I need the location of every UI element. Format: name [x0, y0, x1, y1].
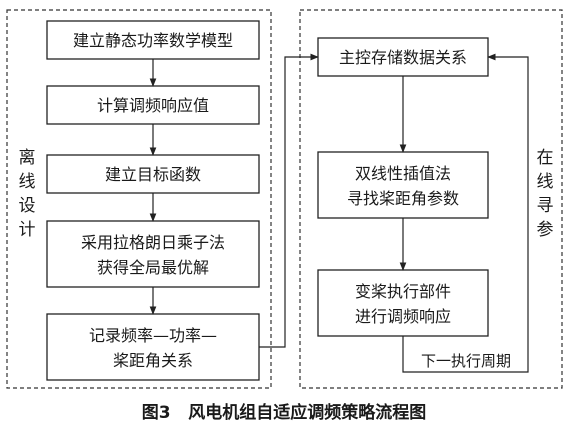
offline-label-char: 计: [19, 220, 36, 240]
offline-design-frame: [6, 9, 272, 389]
step-text: 寻找桨距角参数: [347, 189, 459, 208]
step-lagrange-multiplier: [46, 220, 260, 288]
step-text: 主控存储数据关系: [339, 48, 467, 67]
step-compute-fm-response: [46, 85, 260, 125]
online-label-char: 线: [537, 172, 554, 192]
step-text: 建立静态功率数学模型: [73, 31, 233, 50]
step-text: 双线性插值法: [355, 164, 451, 183]
online-search-frame: [299, 9, 563, 389]
step-bilinear-interpolation: [317, 151, 489, 219]
step-record-relation: [46, 313, 260, 381]
online-label-char: 参: [537, 220, 554, 240]
step-text: 采用拉格朗日乘子法: [81, 233, 225, 252]
online-label-char: 寻: [537, 196, 554, 216]
next-cycle-label: 下一执行周期: [421, 352, 511, 370]
step-text: 获得全局最优解: [97, 258, 209, 277]
online-label-char: 在: [537, 148, 554, 168]
figure-caption: 图3 风电机组自适应调频策略流程图: [142, 402, 427, 423]
step-text: 桨距角关系: [113, 351, 193, 370]
step-text: 进行调频响应: [355, 307, 451, 326]
step-text: 记录频率—功率—: [89, 326, 217, 345]
offline-label-char: 设: [19, 196, 36, 216]
step-text: 变桨执行部件: [355, 282, 451, 301]
offline-label-char: 离: [19, 148, 36, 168]
step-pitch-actuator-response: [317, 269, 489, 337]
step-text: 建立目标函数: [105, 165, 201, 184]
arrow-next-cycle-loop: [402, 53, 529, 373]
step-text: 计算调频响应值: [97, 96, 209, 115]
offline-label-char: 线: [19, 172, 36, 192]
arrow-offline-to-online: [259, 53, 319, 348]
